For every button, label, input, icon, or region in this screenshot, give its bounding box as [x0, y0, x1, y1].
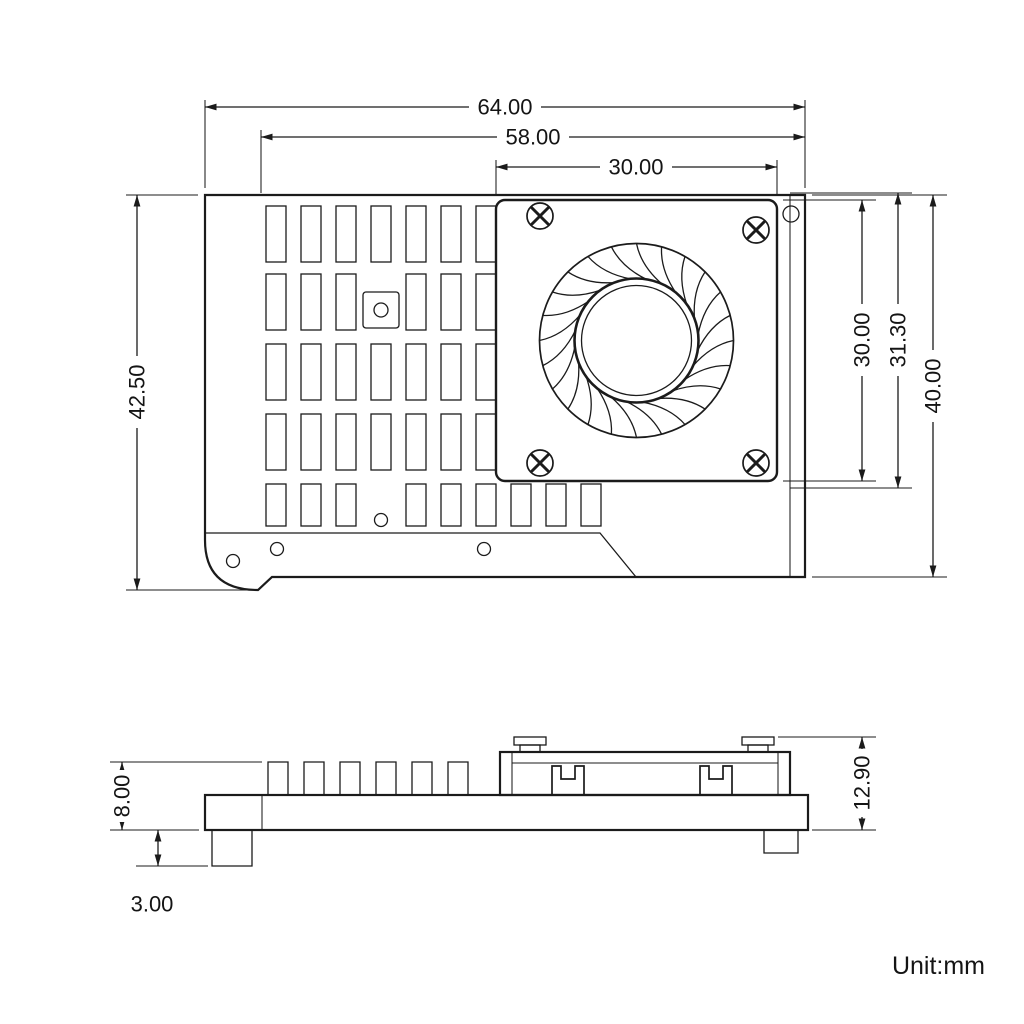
unit-label: Unit:mm [892, 952, 985, 980]
dimension-fan-height: 30.00 [783, 199, 876, 482]
dim-label-overall-width: 64.00 [477, 95, 532, 120]
dimension-overall-thickness: 12.90 [778, 736, 876, 831]
dimension-overall-width: 64.00 [204, 95, 806, 188]
standoff-feet [211, 830, 799, 867]
dimension-heatsink-thickness: 8.00 [110, 761, 262, 831]
dim-label-overall-height: 42.50 [125, 364, 150, 419]
heatsink-outline [203, 193, 807, 592]
top-view: 64.00 58.00 30.00 [125, 95, 947, 592]
mounting-holes [225, 205, 800, 569]
dim-label-fin-area-width: 58.00 [505, 125, 560, 150]
dimension-fan-width: 30.00 [495, 155, 778, 194]
fin-profile [267, 761, 469, 795]
dim-label-body-height: 40.00 [921, 358, 946, 413]
screw-icon [741, 215, 771, 245]
dim-label-overall-thickness: 12.90 [850, 755, 875, 810]
screw-icon [525, 201, 555, 231]
dimension-standoff-height: 3.00 [126, 830, 208, 917]
dimension-overall-height: 42.50 [125, 194, 252, 591]
dimension-body-height: 40.00 [812, 194, 947, 578]
screw-icon [741, 448, 771, 478]
side-screw-right [741, 736, 775, 753]
fan-impeller [535, 239, 738, 442]
dimension-fin-area-width: 58.00 [260, 125, 805, 193]
dim-label-fan-bracket-height: 31.30 [886, 312, 911, 367]
screw-icon [525, 448, 555, 478]
fan-clip-right [699, 765, 733, 795]
side-view: 12.90 8.00 3.00 [110, 736, 876, 917]
fan-housing-side [498, 736, 792, 797]
heatsink-inner-lines [205, 195, 791, 578]
dim-label-fan-width: 30.00 [608, 155, 663, 180]
fin-slots [265, 205, 602, 527]
dimension-fan-bracket-height: 31.30 [790, 192, 912, 489]
base-plate [203, 793, 810, 832]
fan-clip-left [551, 765, 585, 795]
dim-label-heatsink-thickness: 8.00 [110, 775, 135, 818]
dim-label-fan-height: 30.00 [850, 312, 875, 367]
dim-label-standoff-height: 3.00 [131, 892, 174, 917]
side-screw-left [513, 736, 547, 753]
